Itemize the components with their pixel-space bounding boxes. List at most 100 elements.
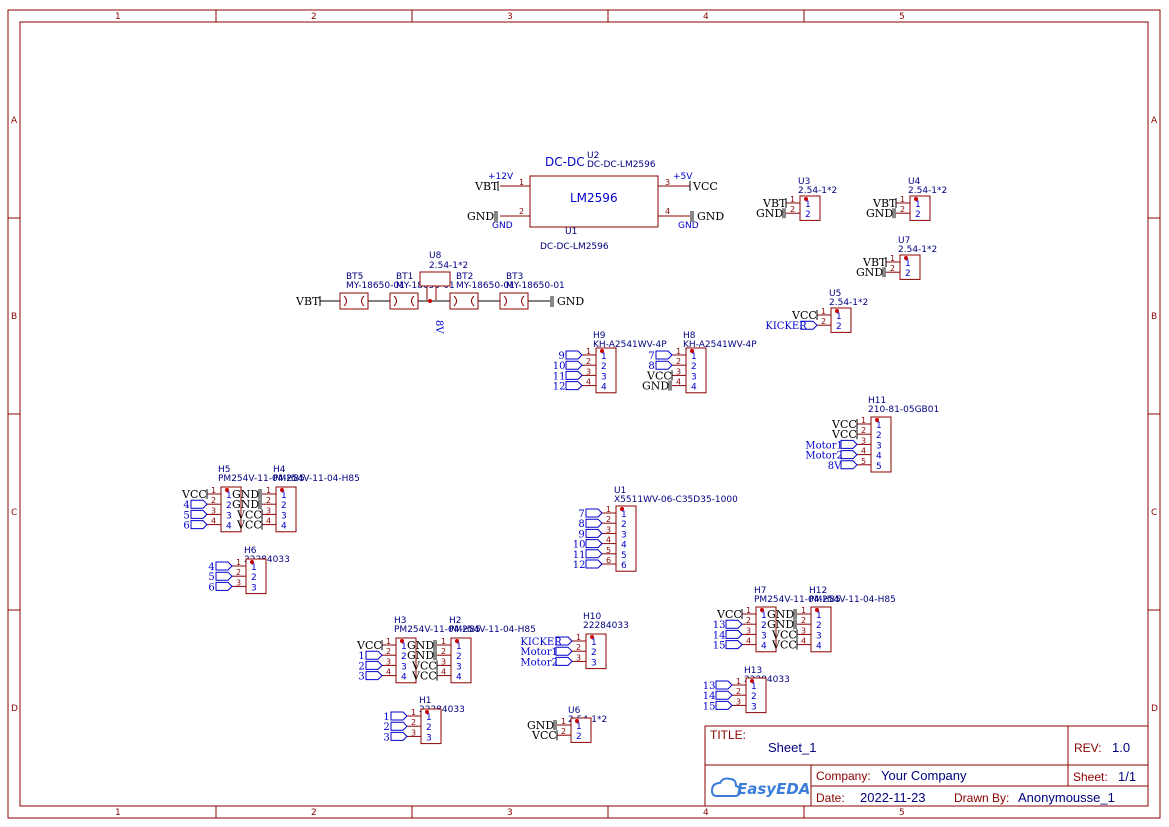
pin-number: 6 <box>606 556 611 565</box>
net-vbt: VBT <box>762 197 787 210</box>
net-label: 12 <box>553 382 566 393</box>
pin-number: 4 <box>211 517 216 526</box>
pin-number: 3 <box>676 367 681 376</box>
pin-number: 2 <box>676 357 681 366</box>
pin-label: 1 <box>621 510 627 520</box>
pin-label: 2 <box>621 520 627 530</box>
frame-col-label: 2 <box>311 808 317 818</box>
connector-value: 2.54-1*2 <box>908 186 947 196</box>
pin-number: 3 <box>606 525 611 534</box>
pin-label: 2 <box>905 269 911 279</box>
title-label: TITLE: <box>710 728 746 742</box>
pin-number: 4 <box>861 447 866 456</box>
connector-value: PM254V-11-04-H85 <box>809 595 896 605</box>
pin-label: 1 <box>426 713 432 723</box>
pin-number: 3 <box>736 697 741 706</box>
pin-number: 3 <box>746 626 751 635</box>
pin-label: 4 <box>456 673 462 683</box>
connector-body <box>395 637 417 684</box>
pin-label: 1 <box>751 682 757 692</box>
sheet-label: Sheet: <box>1073 770 1108 784</box>
pin-label: 4 <box>601 383 607 393</box>
net-label: 13 <box>703 681 716 692</box>
frame-col-label: 3 <box>507 808 513 818</box>
net-label: 7 <box>578 509 584 520</box>
connector-u6[interactable]: U62.54-1*211GND22VCC <box>527 706 607 743</box>
pin-label: 3 <box>426 733 432 743</box>
net-label: 8V <box>828 461 842 472</box>
connector-designator: H13 <box>744 666 762 676</box>
net-label: 6 <box>208 582 214 593</box>
pin-number: 1 <box>266 486 271 495</box>
frame-col-label: 3 <box>507 12 513 22</box>
net-vbt: VBT <box>862 256 887 269</box>
date-value: 2022-11-23 <box>860 790 926 805</box>
pin-label: 2 <box>761 621 767 631</box>
connector-body <box>830 307 852 333</box>
pin-label: 2 <box>576 732 582 742</box>
net-label: 5 <box>208 572 214 583</box>
connector-designator: H3 <box>394 616 407 626</box>
pin-label: 2 <box>751 692 757 702</box>
net-vcc: VCC <box>236 519 262 532</box>
pin-label: 1 <box>456 642 462 652</box>
pin-number: 3 <box>576 653 581 662</box>
dcdc-module[interactable]: U2 DC-DC DC-DC-LM2596 LM2596 1 2 3 4 +12… <box>467 151 724 252</box>
net-label: 3 <box>358 672 364 683</box>
pin-label: 6 <box>621 561 627 571</box>
net-vbt-battery: VBT <box>295 295 320 308</box>
connector-designator: U7 <box>898 236 910 246</box>
date-label: Date: <box>816 791 845 805</box>
pin-label: 3 <box>601 372 607 382</box>
pin-label: 2 <box>456 652 462 662</box>
dcdc-designator: U2 <box>587 151 599 161</box>
connector-value: 22284033 <box>744 675 790 685</box>
company-value: Your Company <box>881 768 967 783</box>
net-vcc: VCC <box>411 659 437 672</box>
pin-number: 2 <box>890 264 895 273</box>
net-vcc: VCC <box>771 639 797 652</box>
connector-value: PM254V-11-04-H85 <box>449 625 536 635</box>
pin-number: 3 <box>801 626 806 635</box>
connector-value: 210-81-05GB01 <box>868 405 939 415</box>
net-label: 9 <box>558 351 564 362</box>
pin-label: 4 <box>621 541 627 551</box>
pin-number: 2 <box>861 426 866 435</box>
pin-number: 3 <box>386 657 391 666</box>
connector-designator: U6 <box>568 706 581 716</box>
pin-label: 5 <box>876 462 882 472</box>
connector-designator: U3 <box>798 177 810 187</box>
battery-string[interactable]: VBT GND BT5MY-18650-01BT1MY-18650-01BT2M… <box>295 251 584 334</box>
net-label: KICKER <box>520 637 562 648</box>
connector-designator: H12 <box>809 586 827 596</box>
pin-number: 2 <box>386 647 391 656</box>
battery-cell-designator: BT2 <box>456 272 473 282</box>
connector-value: 2.54-1*2 <box>829 298 868 308</box>
connector-designator: U1 <box>614 486 626 496</box>
dcdc-pin4-label: GND <box>678 221 699 231</box>
connector-designator: H2 <box>449 616 462 626</box>
pin-number: 1 <box>576 633 581 642</box>
